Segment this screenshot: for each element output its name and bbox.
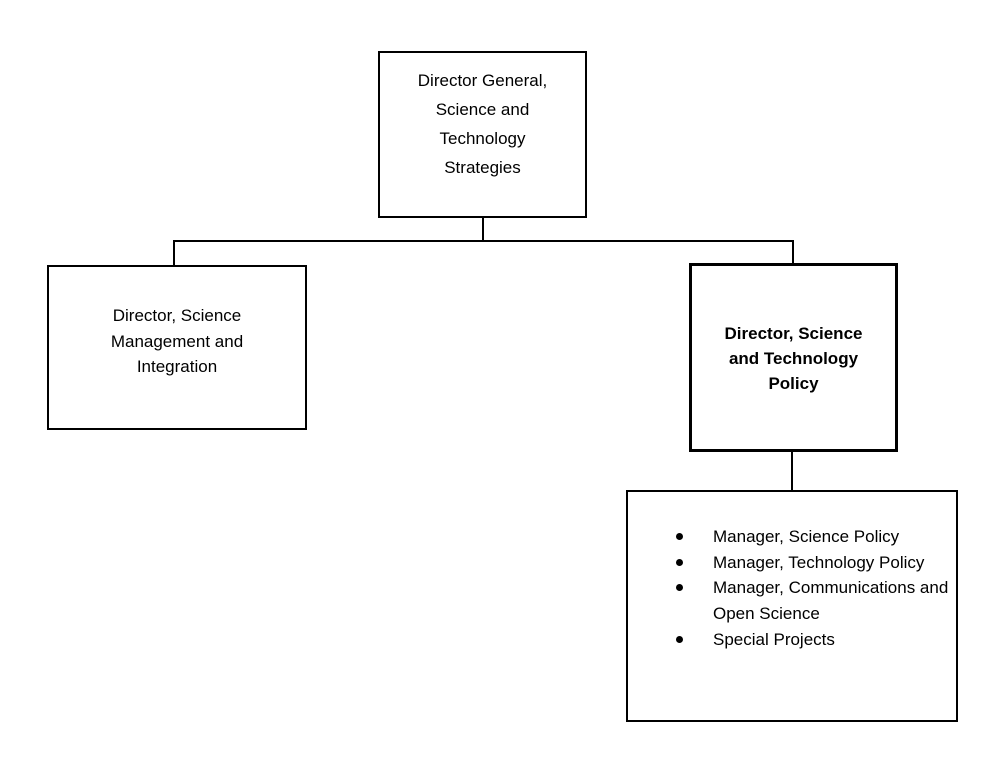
director-science-management-line: Management and (110, 331, 244, 351)
connector-top-down (482, 217, 484, 242)
list-item: Manager, Communications and Open Science (676, 575, 958, 626)
connector-policy-down (791, 451, 793, 491)
director-policy-line: and Technology (728, 349, 859, 368)
list-item-label: Special Projects (713, 629, 835, 649)
director-science-management-box: Director, Science Management and Integra… (47, 265, 307, 430)
director-general-line: Technology (439, 129, 526, 148)
list-item: Manager, Science Policy (676, 524, 958, 550)
connector-horizontal (173, 240, 794, 242)
director-general-box: Director General, Science and Technology… (378, 51, 587, 218)
connector-left-down (173, 240, 175, 266)
policy-reports-box: Manager, Science Policy Manager, Technol… (626, 490, 958, 722)
connector-right-down (792, 240, 794, 264)
director-science-management-line: Director, Science (112, 306, 242, 325)
director-general-label: Director General, Science and Technology… (380, 66, 585, 182)
list-item-label: Manager, Science Policy (713, 527, 900, 546)
director-general-line: Strategies (444, 158, 521, 177)
director-policy-line: Director, Science (724, 324, 863, 343)
director-general-line: Director General, (417, 71, 548, 90)
list-item: Manager, Technology Policy (676, 550, 958, 576)
director-science-management-line: Integration (136, 357, 218, 376)
director-science-management-label: Director, Science Management and Integra… (49, 303, 305, 380)
director-general-line: Science and (435, 100, 530, 119)
list-item-label: Manager, Technology Policy (713, 552, 925, 572)
policy-reports-list: Manager, Science Policy Manager, Technol… (676, 524, 958, 653)
bullet-icon (676, 584, 683, 592)
list-item: Special Projects (676, 627, 958, 653)
director-science-technology-policy-box: Director, Science and Technology Policy (689, 263, 898, 452)
bullet-icon (676, 558, 683, 566)
bullet-icon (676, 533, 683, 540)
list-item-label: Manager, Communications and Open Science (713, 578, 949, 624)
director-policy-line: Policy (768, 374, 819, 393)
director-science-technology-policy-label: Director, Science and Technology Policy (692, 321, 895, 396)
bullet-icon (676, 635, 683, 643)
